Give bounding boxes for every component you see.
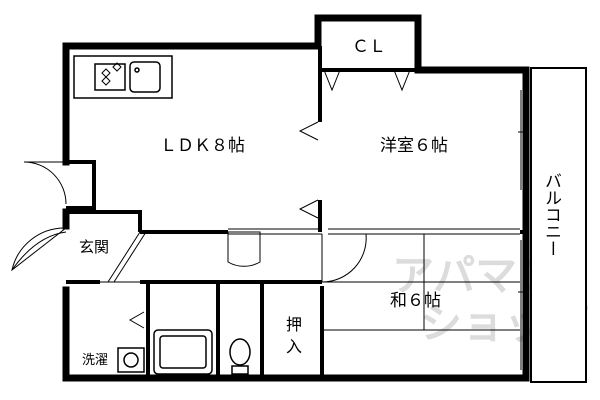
bathtub-icon bbox=[153, 329, 213, 375]
western-room-label: 洋室６帖 bbox=[380, 136, 448, 156]
stove-icon bbox=[101, 62, 122, 86]
balcony-outline bbox=[530, 67, 587, 383]
kitchen-counter bbox=[73, 55, 173, 99]
washer-icon bbox=[117, 347, 145, 373]
toilet-icon bbox=[229, 338, 251, 375]
entrance-label: 玄関 bbox=[79, 238, 109, 256]
oshiire-label-2: 入 bbox=[286, 337, 302, 356]
laundry-label: 洗濯 bbox=[82, 353, 108, 368]
partition-lines bbox=[100, 90, 528, 370]
interior-walls bbox=[66, 46, 526, 378]
door-swings bbox=[11, 69, 411, 329]
closet-label: ＣＬ bbox=[352, 37, 386, 57]
japanese-room-label: 和６帖 bbox=[390, 291, 441, 311]
ldk-label: ＬＤＫ８帖 bbox=[160, 136, 245, 156]
balcony-label: バルコニー bbox=[541, 172, 561, 257]
oshiire-label-1: 押 bbox=[286, 315, 302, 334]
